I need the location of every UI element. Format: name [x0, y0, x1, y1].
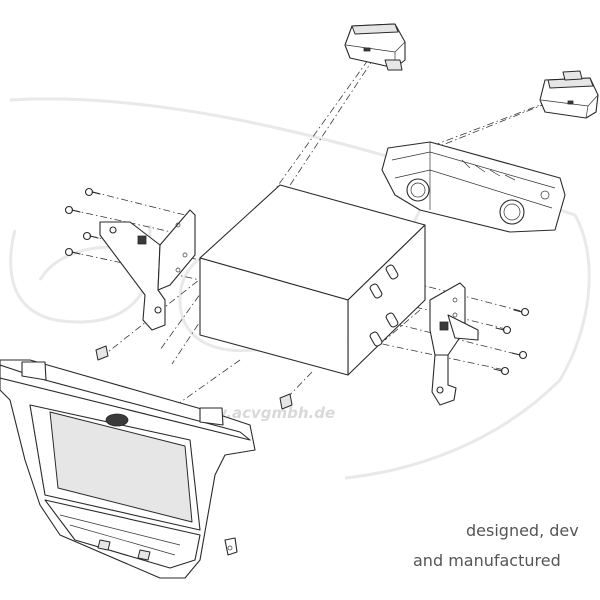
- switch-unit-right: [539, 70, 599, 119]
- screw-icon: [64, 247, 81, 257]
- screw-icon: [495, 325, 512, 335]
- screw-icon: [82, 231, 99, 241]
- right-mounting-bracket: [429, 282, 479, 406]
- climate-control-panel: [381, 141, 566, 233]
- screw-icon: [84, 187, 101, 197]
- mounting-clips: [95, 345, 293, 410]
- left-mounting-bracket: [99, 209, 196, 331]
- screw-icon: [513, 307, 530, 317]
- screws-right: [493, 307, 530, 376]
- tagline-line-2: and manufactured: [413, 551, 561, 570]
- front-fascia-panel: [0, 359, 256, 579]
- screws-left: [64, 187, 101, 257]
- switch-unit-top: [344, 23, 406, 71]
- screw-icon: [493, 366, 510, 376]
- screw-icon: [64, 205, 81, 215]
- radio-housing-box: [199, 184, 426, 376]
- screw-icon: [511, 350, 528, 360]
- tagline-line-1: designed, dev: [466, 521, 579, 540]
